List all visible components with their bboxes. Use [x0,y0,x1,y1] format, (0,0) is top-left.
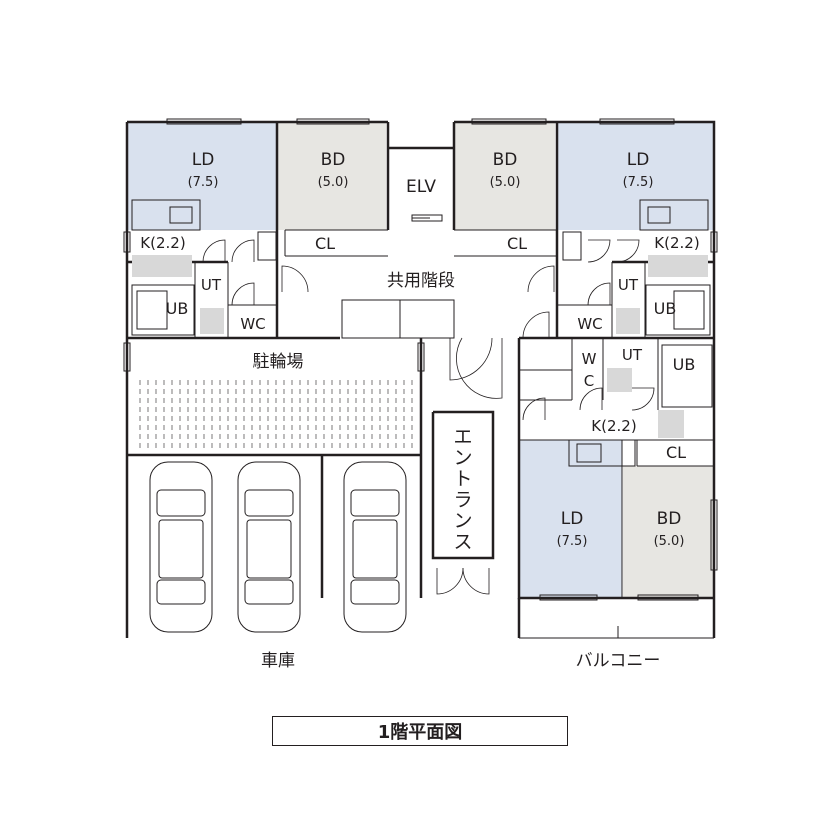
bd-room-top-right-fill [455,122,555,230]
label-cl-top-left: CL [315,234,335,253]
label-wc-top-left: WC [240,315,265,333]
label-cl-top-right: CL [507,234,527,253]
entrance-char-2: ン [453,447,472,469]
walls [125,120,716,639]
label-ld-size-bottom-right: (7.5) [557,534,588,549]
label-k-bottom-right: K(2.2) [591,417,636,435]
label-ub-top-left: UB [166,299,189,318]
label-wc-w-bottom-right: W [582,350,597,368]
entrance-char-3: ト [453,468,472,490]
label-bd-size-top-left: (5.0) [318,175,349,190]
car-2 [237,461,301,633]
entrance-char-4: ラ [453,489,472,511]
windows [123,118,718,601]
label-balcony: バルコニー [576,651,661,671]
bd-room-bottom-right-fill [623,466,713,598]
label-ld-top-right: LD [627,150,650,170]
label-k-top-right: K(2.2) [654,234,699,252]
label-ub-top-right: UB [654,299,677,318]
label-ld-size-top-right: (7.5) [623,175,654,190]
label-k-top-left: K(2.2) [140,234,185,252]
label-ut-top-right: UT [618,276,639,294]
bike-parking-hatch [139,380,413,452]
label-entrance: エ ン ト ラ ン ス [453,426,472,553]
fixtures [131,199,713,467]
car-1 [149,461,213,633]
label-bd-top-right: BD [493,150,518,170]
label-bd-top-left: BD [321,150,346,170]
label-elv: ELV [406,177,436,197]
entrance-char-1: エ [453,426,472,448]
label-ld-size-top-left: (7.5) [188,175,219,190]
label-cl-bottom-right: CL [666,443,686,462]
entrance-char-6: ス [453,531,472,553]
bd-room-top-left-fill [278,122,386,230]
label-bike-parking: 駐輪場 [253,352,304,372]
label-ut-top-left: UT [201,276,222,294]
label-stairs: 共用階段 [387,271,455,291]
ld-room-top-left-fill [127,122,277,230]
label-garage: 車庫 [261,651,295,671]
label-bd-size-bottom-right: (5.0) [654,534,685,549]
label-wc-top-right: WC [577,315,602,333]
entrance-char-5: ン [453,510,472,532]
doors [202,239,655,595]
ld-room-top-right-fill [556,122,714,230]
label-ut-bottom-right: UT [622,346,643,364]
label-wc-c-bottom-right: C [584,372,594,390]
plan-title: 1階平面図 [272,716,568,746]
label-ld-bottom-right: LD [561,509,584,529]
label-ld-top-left: LD [192,150,215,170]
label-bd-bottom-right: BD [657,509,682,529]
label-bd-size-top-right: (5.0) [490,175,521,190]
car-3 [343,461,407,633]
label-ub-bottom-right: UB [673,355,696,374]
